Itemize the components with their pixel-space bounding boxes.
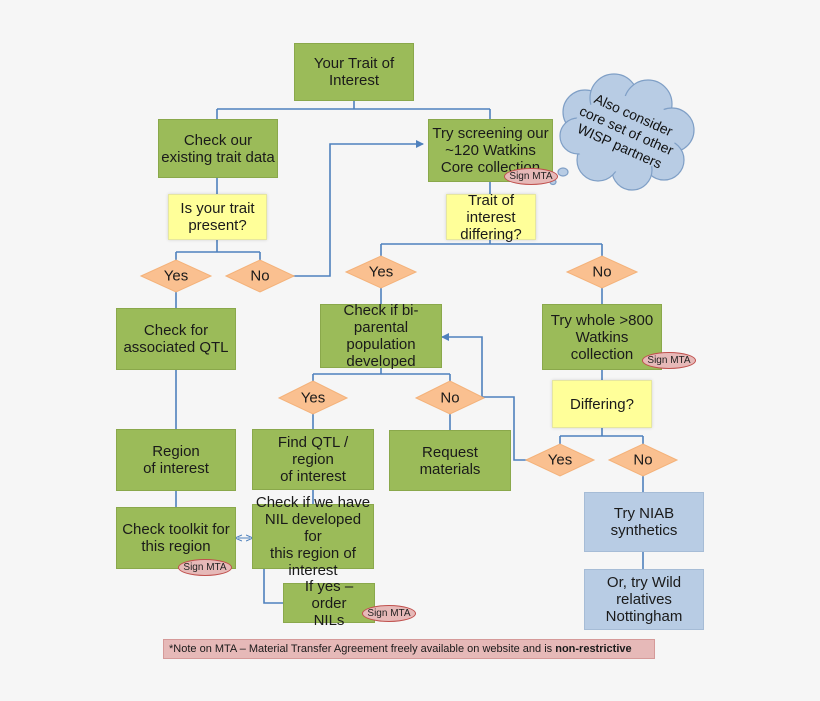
yes-label-4: Yes — [548, 452, 572, 469]
no-label-3: No — [440, 390, 459, 407]
trait-of-interest-box: Your Trait of Interest — [294, 43, 414, 101]
sign-mta-badge-4: Sign MTA — [362, 605, 416, 622]
check-associated-qtl-box: Check for associated QTL — [116, 308, 236, 370]
yes-label-2: Yes — [369, 264, 393, 281]
try-wild-relatives-box: Or, try Wild relatives Nottingham — [584, 569, 704, 630]
differing-box: Differing? — [552, 380, 652, 428]
yes-label-3: Yes — [301, 390, 325, 407]
no-diamond-1 — [224, 259, 296, 293]
request-materials-box: Request materials — [389, 430, 511, 491]
sign-mta-badge-1: Sign MTA — [504, 168, 558, 185]
yes-diamond-4 — [524, 443, 596, 477]
check-existing-trait-data-box: Check our existing trait data — [158, 119, 278, 178]
sign-mta-badge-3: Sign MTA — [178, 559, 232, 576]
try-niab-synthetics-box: Try NIAB synthetics — [584, 492, 704, 552]
yes-diamond-3 — [277, 380, 349, 415]
mta-note-text: *Note on MTA – Material Transfer Agreeme… — [169, 643, 556, 655]
trait-differing-box: Trait of interest differing? — [446, 192, 536, 243]
find-qtl-box: Find QTL / region of interest — [252, 429, 374, 490]
mta-note-emphasis: non-restrictive — [555, 643, 632, 655]
yes-diamond-1 — [139, 259, 213, 293]
no-diamond-2 — [565, 255, 639, 289]
no-diamond-4 — [607, 443, 679, 477]
no-diamond-3 — [414, 380, 486, 415]
yes-diamond-2 — [344, 255, 418, 289]
check-toolkit-box: Check toolkit for this region — [116, 507, 236, 569]
region-of-interest-box: Region of interest — [116, 429, 236, 491]
sign-mta-badge-2: Sign MTA — [642, 352, 696, 369]
check-biparental-box: Check if bi- parental population develop… — [320, 302, 442, 370]
no-label-1: No — [250, 268, 269, 285]
is-trait-present-box: Is your trait present? — [168, 194, 267, 240]
yes-label-1: Yes — [164, 268, 188, 285]
try-whole-watkins-box: Try whole >800 Watkins collection — [542, 304, 662, 370]
no-label-4: No — [633, 452, 652, 469]
no-label-2: No — [592, 264, 611, 281]
mta-note: *Note on MTA – Material Transfer Agreeme… — [163, 639, 655, 659]
